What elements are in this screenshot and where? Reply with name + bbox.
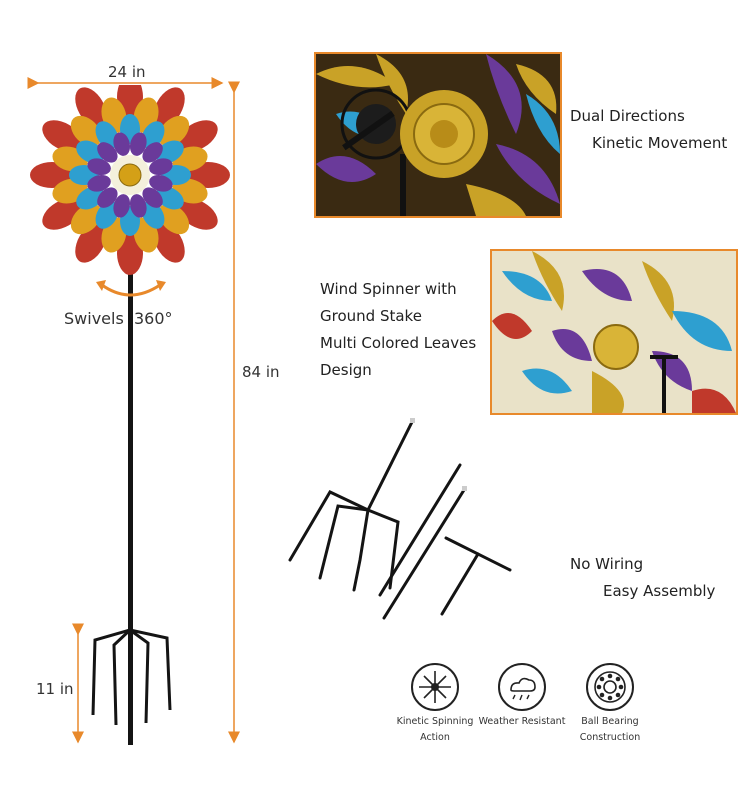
weather-resistant-label: Weather Resistant [478,716,566,727]
swivel-label: Swivels 360° [64,309,173,328]
kinetic-spinning-icon [410,662,460,712]
closeup-photo-multicolor [490,249,738,415]
height-label: 84 in [242,363,280,381]
feature-ground-stake: Ground Stake [320,307,422,325]
feature-design: Design [320,361,372,379]
width-label: 24 in [108,63,146,81]
ball-bearing-icon [585,662,635,712]
ball-bearing-label: Ball Bearing Construction [579,716,641,743]
feature-kinetic-movement: Kinetic Movement [592,134,728,152]
feature-easy-assembly: Easy Assembly [603,582,716,600]
feature-no-wiring: No Wiring [570,555,644,573]
kinetic-spinning-label: Kinetic Spinning Action [396,716,474,743]
feature-wind-spinner: Wind Spinner with [320,280,457,298]
feature-multi-colored: Multi Colored Leaves [320,334,477,352]
weather-resistant-icon [497,662,547,712]
assembly-parts-illustration [288,418,512,620]
closeup-photo-dual-direction [314,52,562,218]
feature-dual-directions: Dual Directions [570,107,685,125]
stake-label: 11 in [36,680,74,698]
wind-spinner-product [30,85,230,745]
